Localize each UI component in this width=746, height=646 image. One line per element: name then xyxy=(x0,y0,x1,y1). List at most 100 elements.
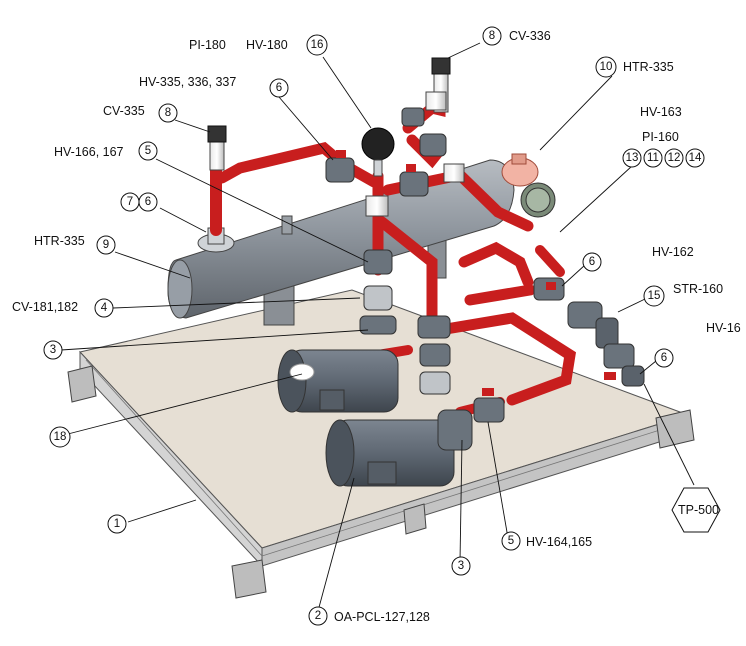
balloon-6-lower xyxy=(654,348,674,368)
pipe-segment xyxy=(458,241,534,288)
callout-label-oa-pcl: OA-PCL-127,128 xyxy=(334,610,430,624)
check-valve-cv335 xyxy=(207,125,227,171)
tee-fitting xyxy=(443,163,465,183)
callout-label-str160: STR-160 xyxy=(673,282,723,296)
heater-element xyxy=(501,153,539,187)
balloon-number: 4 xyxy=(101,302,108,314)
balloon-9 xyxy=(96,235,116,255)
callout-label-hv166: HV-166, 167 xyxy=(54,145,124,159)
balloon-14 xyxy=(685,148,705,168)
vessel-end-cap xyxy=(167,259,193,319)
balloon-number: 8 xyxy=(165,107,171,119)
balloon-5-hv166 xyxy=(138,141,158,161)
frame-rail-edge xyxy=(261,422,683,557)
valve-hv16 xyxy=(603,343,645,387)
balloon-number: 6 xyxy=(589,256,595,268)
pipe-segment xyxy=(464,284,536,306)
frame-foot xyxy=(231,559,267,599)
balloon-11 xyxy=(643,148,663,168)
vessel-nozzle xyxy=(281,215,293,235)
balloon-number: 3 xyxy=(458,560,464,572)
pressure-gauge-pi180 xyxy=(361,127,395,177)
balloon-number: 12 xyxy=(668,152,681,164)
frame-foot xyxy=(67,365,97,403)
heater-vessel xyxy=(167,153,539,326)
callout-label-hv162: HV-162 xyxy=(652,245,694,259)
balloon-number: 6 xyxy=(661,352,667,364)
callout-label-hv163: HV-163 xyxy=(640,105,682,119)
fittings xyxy=(207,57,645,423)
balloon-10 xyxy=(595,56,617,78)
callout-label-cv336: CV-336 xyxy=(509,29,551,43)
strainer-str160 xyxy=(567,301,619,349)
balloon-number: 18 xyxy=(54,431,67,443)
balloon-6-pair xyxy=(138,192,158,212)
leader-lines xyxy=(60,42,695,612)
balloon-8-cv336 xyxy=(482,26,502,46)
balloon-5-hv164 xyxy=(501,531,521,551)
balloon-18 xyxy=(49,426,71,448)
balloon-number: 2 xyxy=(315,610,321,622)
balloon-number: 6 xyxy=(276,82,282,94)
frame-foot xyxy=(403,503,427,535)
balloon-3-left xyxy=(43,340,63,360)
balloon-number: 9 xyxy=(103,239,109,251)
ball-valve xyxy=(419,133,447,157)
valve-handle xyxy=(546,282,556,290)
pump-motor-18 xyxy=(277,349,399,413)
callout-label-hv335: HV-335, 336, 337 xyxy=(139,75,236,89)
tee-fitting xyxy=(425,91,447,111)
balloon-number: 6 xyxy=(145,196,151,208)
pipe-segment xyxy=(535,245,565,277)
ball-valve xyxy=(399,164,429,197)
test-point-tp500: TP-500 xyxy=(671,487,721,533)
ball-valve-hv335 xyxy=(401,107,425,127)
balloon-6-right xyxy=(582,252,602,272)
balloon-number: 3 xyxy=(50,344,56,356)
balloon-number: 14 xyxy=(689,152,702,164)
pump-motor-2 xyxy=(325,409,473,487)
ball-valve xyxy=(325,150,355,183)
callout-label-cv181: CV-181,182 xyxy=(12,300,78,314)
ball-valve-hv164 xyxy=(473,388,505,423)
callout-label-hv16: HV-16 xyxy=(706,321,741,335)
pipe-segment xyxy=(376,216,438,326)
balloon-15 xyxy=(643,285,665,307)
balloon-1 xyxy=(107,514,127,534)
balloon-4 xyxy=(94,298,114,318)
callout-label-hv180: HV-180 xyxy=(246,38,288,52)
callout-label-cv335: CV-335 xyxy=(103,104,145,118)
balloon-number: 7 xyxy=(127,196,133,208)
balloon-8-cv335 xyxy=(158,103,178,123)
pipe-segment xyxy=(434,312,577,406)
balloon-13 xyxy=(622,148,642,168)
balloon-3-lower xyxy=(451,556,471,576)
callout-label-hv164: HV-164,165 xyxy=(526,535,592,549)
balloon-6-hv335 xyxy=(269,78,289,98)
check-valve-cv181 xyxy=(359,249,397,335)
balloon-number: 8 xyxy=(489,30,495,42)
frame-foot xyxy=(655,409,695,449)
balloon-number: 10 xyxy=(600,61,613,73)
balloon-number: 1 xyxy=(114,518,120,530)
union-stack xyxy=(417,315,451,395)
balloon-2 xyxy=(308,606,328,626)
balloon-number: 16 xyxy=(311,39,324,51)
balloon-number: 13 xyxy=(626,152,639,164)
callout-label-htr335-top: HTR-335 xyxy=(623,60,674,74)
balloon-number: 5 xyxy=(145,145,151,157)
frame-rail-edge xyxy=(85,359,263,557)
callout-label-htr335-left: HTR-335 xyxy=(34,234,85,248)
tee-fitting xyxy=(365,195,389,217)
skid-frame xyxy=(67,289,695,599)
balloon-number: 5 xyxy=(508,535,514,547)
balloon-number: 15 xyxy=(648,290,661,302)
balloon-number: 11 xyxy=(647,152,659,164)
callout-label-pi180: PI-180 xyxy=(189,38,226,52)
balloon-16 xyxy=(306,34,328,56)
callout-label-pi160: PI-160 xyxy=(642,130,679,144)
callout-label-tp500: TP-500 xyxy=(678,503,719,517)
pressure-gauge-pi160 xyxy=(520,182,556,218)
balloon-12 xyxy=(664,148,684,168)
